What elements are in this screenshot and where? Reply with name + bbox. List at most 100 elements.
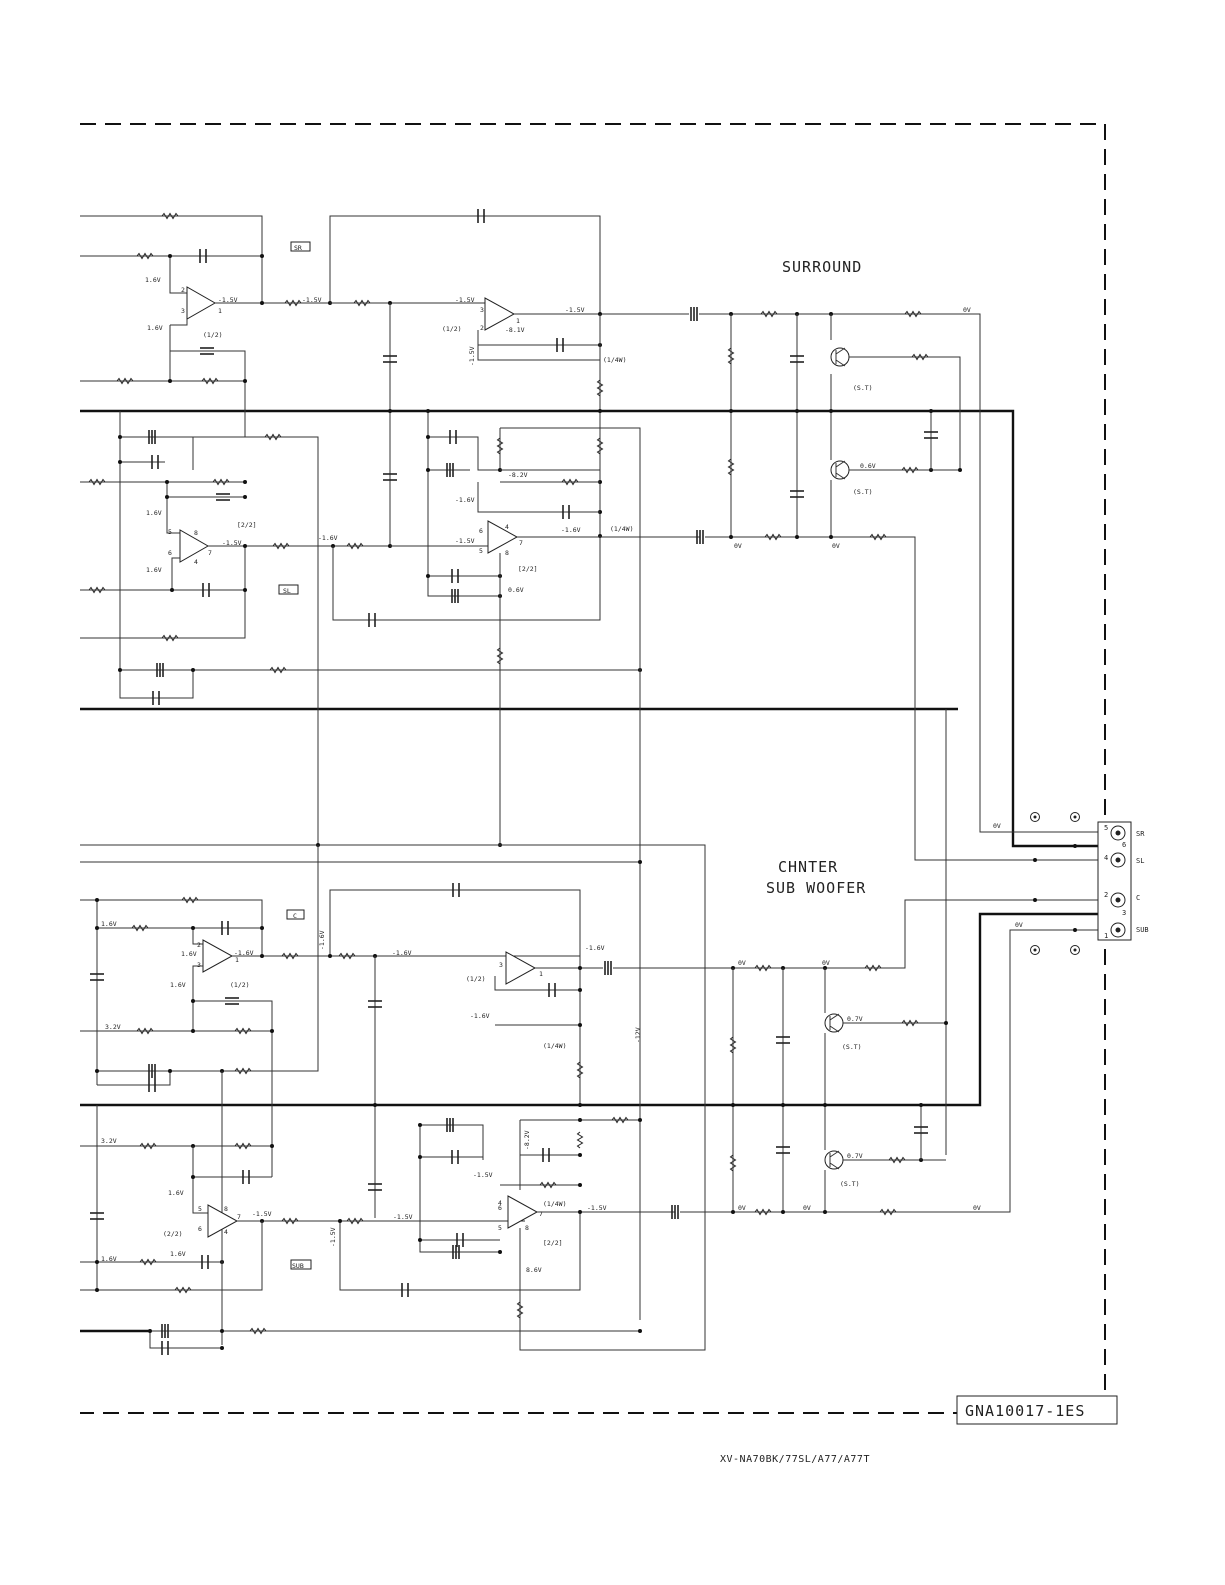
transistor-c (824, 1013, 844, 1033)
opamp-sl-2 (487, 520, 519, 554)
conn-label-sub: SUB (1136, 926, 1149, 934)
pins-p6-label: 6 (168, 549, 172, 557)
pins-p7-label: 7 (539, 1210, 543, 1218)
center-sub-section (80, 843, 1100, 1356)
voltages-v16-label: 1.6V (170, 1250, 186, 1258)
voltages-v0-label: 0V (973, 1204, 981, 1212)
pins-p7-label: 7 (519, 539, 523, 547)
pins-p1-label: 1 (539, 970, 543, 978)
voltages-v0-label: 0V (993, 822, 1001, 830)
pins-p4-label: 4 (194, 558, 198, 566)
voltages-v16-label: 1.6V (101, 920, 117, 928)
pins-p2-label: 2 (197, 941, 201, 949)
tag-sub: SUB (292, 1262, 304, 1270)
unit-sub2: [2/2] (543, 1239, 563, 1247)
voltages-v07-label: 0.7V (847, 1015, 863, 1023)
voltages-v16-label: 1.6V (181, 950, 197, 958)
voltages-m15-label: -1.5V (393, 1213, 413, 1221)
voltages-m16-label: -1.6V (455, 496, 475, 504)
voltages-m15-label: -1.5V (222, 539, 242, 547)
voltages-m15-label: -1.5V (218, 296, 238, 304)
unit-sub1: (2/2) (163, 1230, 183, 1238)
output-connector: 5 6 4 2 3 1 SR SL C SUB (1030, 812, 1149, 955)
pins-p1-label: 1 (516, 317, 520, 325)
surround-heading: SURROUND (782, 258, 862, 276)
pins-p5-label: 5 (168, 528, 172, 536)
pins-p6-label: 6 (198, 1225, 202, 1233)
pins-p6-label: 6 (498, 1204, 502, 1212)
voltages-v16-label: 1.6V (168, 1189, 184, 1197)
doc-id-label: GNA10017-1ES (965, 1402, 1085, 1420)
voltages-m16-label: -1.6V (318, 534, 338, 542)
voltages-v16-label: 1.6V (146, 509, 162, 517)
voltages-m82-label: -8.2V (508, 471, 528, 479)
pins-p8-label: 8 (525, 1224, 529, 1232)
conn-pin-3: 3 (1122, 909, 1126, 917)
unit-sr2: (1/2) (442, 325, 462, 333)
unit-q4: (1/4W) (543, 1200, 566, 1208)
voltages-v16-label: 1.6V (145, 276, 161, 284)
tag-sr: SR (294, 244, 302, 252)
pins-p8-label: 8 (505, 549, 509, 557)
voltages-v0-label: 0V (738, 959, 746, 967)
pins-p8-label: 8 (224, 1205, 228, 1213)
voltages-m82-label: -8.2V (523, 1130, 531, 1150)
unit-q3: (1/4W) (543, 1042, 566, 1050)
voltages-v16-label: 1.6V (146, 566, 162, 574)
voltages-m15-label: -1.5V (473, 1171, 493, 1179)
pins-p5-label: 5 (198, 1205, 202, 1213)
opamp-sr-1 (186, 286, 217, 320)
pins-p1-label: 1 (218, 307, 222, 315)
unit-q1: (1/4W) (603, 356, 626, 364)
voltages-v32-label: 3.2V (101, 1137, 117, 1145)
st-label-4: (S.T) (840, 1180, 860, 1188)
voltages-v0-label: 0V (963, 306, 971, 314)
voltages-v0-label: 0V (803, 1204, 811, 1212)
pins-p5-label: 5 (498, 1224, 502, 1232)
voltages-m16-label: -1.6V (234, 949, 254, 957)
voltages-v0-label: 0V (734, 542, 742, 550)
voltages-m16-label: -1.6V (585, 944, 605, 952)
board-boundary (80, 123, 1106, 1414)
pins-p7-label: 7 (208, 549, 212, 557)
pins-p3-label: 3 (181, 307, 185, 315)
voltages-v16-label: 1.6V (170, 981, 186, 989)
conn-label-c: C (1136, 894, 1140, 902)
voltages-m16-label: -1.6V (318, 930, 326, 950)
voltages-m15-label: -1.5V (468, 346, 476, 366)
voltages-m16-label: -1.6V (470, 1012, 490, 1020)
conn-label-sl: SL (1136, 857, 1144, 865)
voltages-v86-label: 8.6V (526, 1266, 542, 1274)
pins-p6-label: 6 (479, 527, 483, 535)
voltages-v16-label: 1.6V (101, 1255, 117, 1263)
voltages-m12-label: -12V (634, 1027, 642, 1043)
conn-pin-6: 6 (1122, 841, 1126, 849)
opamp-c-1 (202, 939, 234, 973)
pins-p2-label: 2 (480, 324, 484, 332)
voltages-m16-label: -1.6V (561, 526, 581, 534)
voltages-v16-label: 1.6V (147, 324, 163, 332)
center-heading: CHNTER (778, 858, 838, 876)
voltages-v07-label: 0.7V (847, 1152, 863, 1160)
pins-p3-label: 3 (499, 961, 503, 969)
ground-bus-upper (80, 409, 1105, 848)
surround-section (80, 208, 1100, 1320)
unit-sr1: (1/2) (203, 331, 223, 339)
voltages-m15-label: -1.5V (455, 296, 475, 304)
ground-bus-lower (80, 912, 1105, 1107)
pins-p8-label: 8 (194, 529, 198, 537)
conn-pin-2: 2 (1104, 891, 1108, 899)
voltages-m16-label: -1.6V (392, 949, 412, 957)
opamp-sub-1 (207, 1204, 239, 1238)
voltages-v32-label: 3.2V (105, 1023, 121, 1031)
pins-p1-label: 1 (235, 956, 239, 964)
unit-q2: (1/4W) (610, 525, 633, 533)
pins-p5-label: 5 (479, 547, 483, 555)
voltages-v06-label: 0.6V (860, 462, 876, 470)
voltages-m15-label: -1.5V (587, 1204, 607, 1212)
opamp-sl-1 (179, 529, 210, 563)
conn-pin-5: 5 (1104, 824, 1108, 832)
unit-c2: (1/2) (466, 975, 486, 983)
transistor-sr (830, 347, 850, 367)
